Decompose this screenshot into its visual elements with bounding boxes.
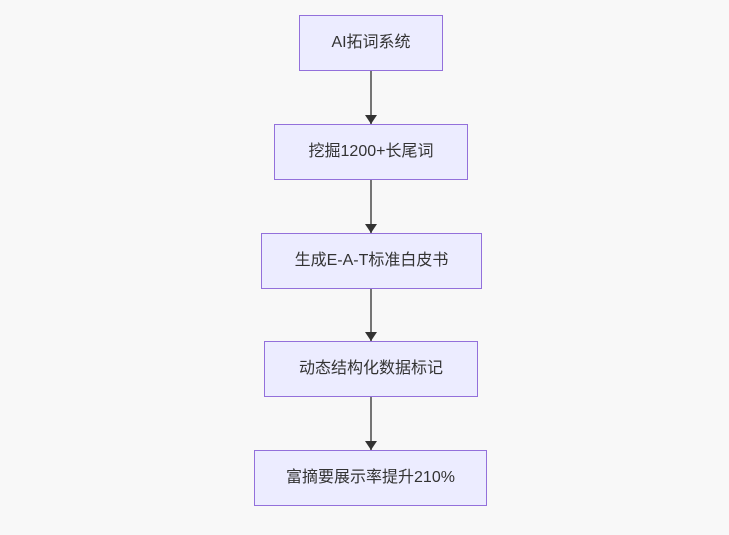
- edge-arrow-3: [365, 289, 377, 341]
- flow-node-eat-whitepaper: 生成E-A-T标准白皮书: [261, 233, 482, 289]
- flow-node-rich-snippet-result: 富摘要展示率提升210%: [254, 450, 487, 506]
- edge-line: [370, 180, 372, 233]
- flow-node-label: 生成E-A-T标准白皮书: [294, 252, 449, 269]
- flow-node-structured-data-markup: 动态结构化数据标记: [264, 341, 478, 397]
- edge-line: [370, 289, 372, 341]
- flow-node-label: 挖掘1200+长尾词: [308, 143, 434, 160]
- flow-node-longtail-mining: 挖掘1200+长尾词: [274, 124, 468, 180]
- edge-line: [370, 397, 372, 450]
- edge-arrow-4: [365, 397, 377, 450]
- edge-arrow-1: [365, 71, 377, 124]
- edge-arrow-2: [365, 180, 377, 233]
- flow-node-label: AI拓词系统: [331, 34, 411, 51]
- edge-line: [370, 71, 372, 124]
- flow-node-ai-keyword-system: AI拓词系统: [299, 15, 443, 71]
- flow-node-label: 富摘要展示率提升210%: [286, 469, 455, 486]
- flow-node-label: 动态结构化数据标记: [298, 360, 443, 377]
